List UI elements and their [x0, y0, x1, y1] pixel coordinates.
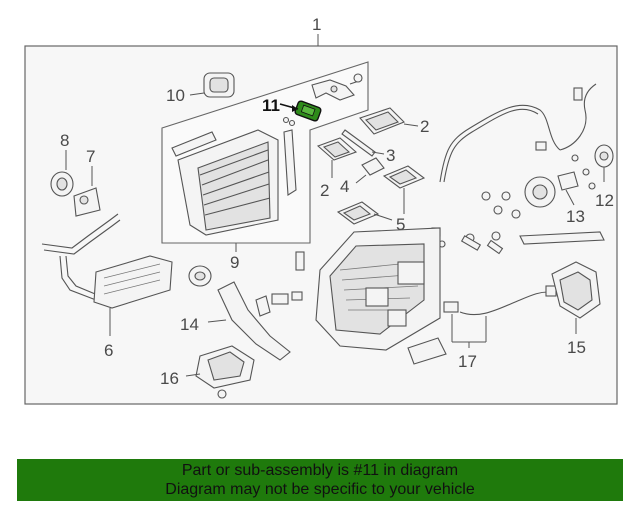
part-2-upper — [359, 107, 419, 135]
part-9 — [171, 129, 297, 252]
refrigerant-tubes — [439, 83, 597, 183]
callout-10: 10 — [166, 86, 185, 105]
callout-1: 1 — [312, 15, 321, 34]
bracket-upper — [311, 73, 363, 101]
part-12 — [594, 144, 614, 182]
part-17 — [443, 285, 557, 348]
part-5 — [336, 165, 426, 225]
part-3 — [341, 129, 385, 157]
callout-9: 9 — [230, 253, 239, 272]
callout-2-upper: 2 — [420, 117, 429, 136]
part-10 — [189, 72, 235, 98]
part-15 — [551, 261, 601, 334]
callout-11: 11 — [262, 96, 280, 115]
part-14 — [188, 251, 305, 361]
rod — [519, 231, 605, 245]
callout-17: 17 — [458, 352, 477, 371]
parts-diagram: 1 10 11 9 — [24, 15, 618, 405]
part-13 — [524, 154, 596, 208]
callout-5: 5 — [396, 215, 405, 234]
part-7 — [73, 166, 101, 217]
callout-4: 4 — [340, 177, 349, 196]
callout-15: 15 — [567, 338, 586, 357]
part-6 — [41, 213, 173, 336]
callout-8: 8 — [60, 131, 69, 150]
part-8 — [50, 150, 74, 197]
callout-14: 14 — [180, 315, 199, 334]
part-16 — [185, 345, 255, 399]
part-11 — [279, 100, 322, 127]
callout-6: 6 — [104, 341, 113, 360]
callout-2-lower: 2 — [320, 181, 329, 200]
part-4 — [355, 157, 385, 184]
callout-3: 3 — [386, 146, 395, 165]
banner-line-1: Part or sub-assembly is #11 in diagram — [181, 462, 459, 479]
info-banner: Part or sub-assembly is #11 in diagram D… — [17, 459, 623, 501]
banner-line-2: Diagram may not be specific to your vehi… — [165, 481, 475, 498]
callout-12: 12 — [595, 191, 614, 210]
part-2-lower — [316, 137, 358, 178]
heater-case — [315, 227, 447, 365]
callout-16: 16 — [160, 369, 179, 388]
callout-7: 7 — [86, 147, 95, 166]
callout-13: 13 — [566, 207, 585, 226]
